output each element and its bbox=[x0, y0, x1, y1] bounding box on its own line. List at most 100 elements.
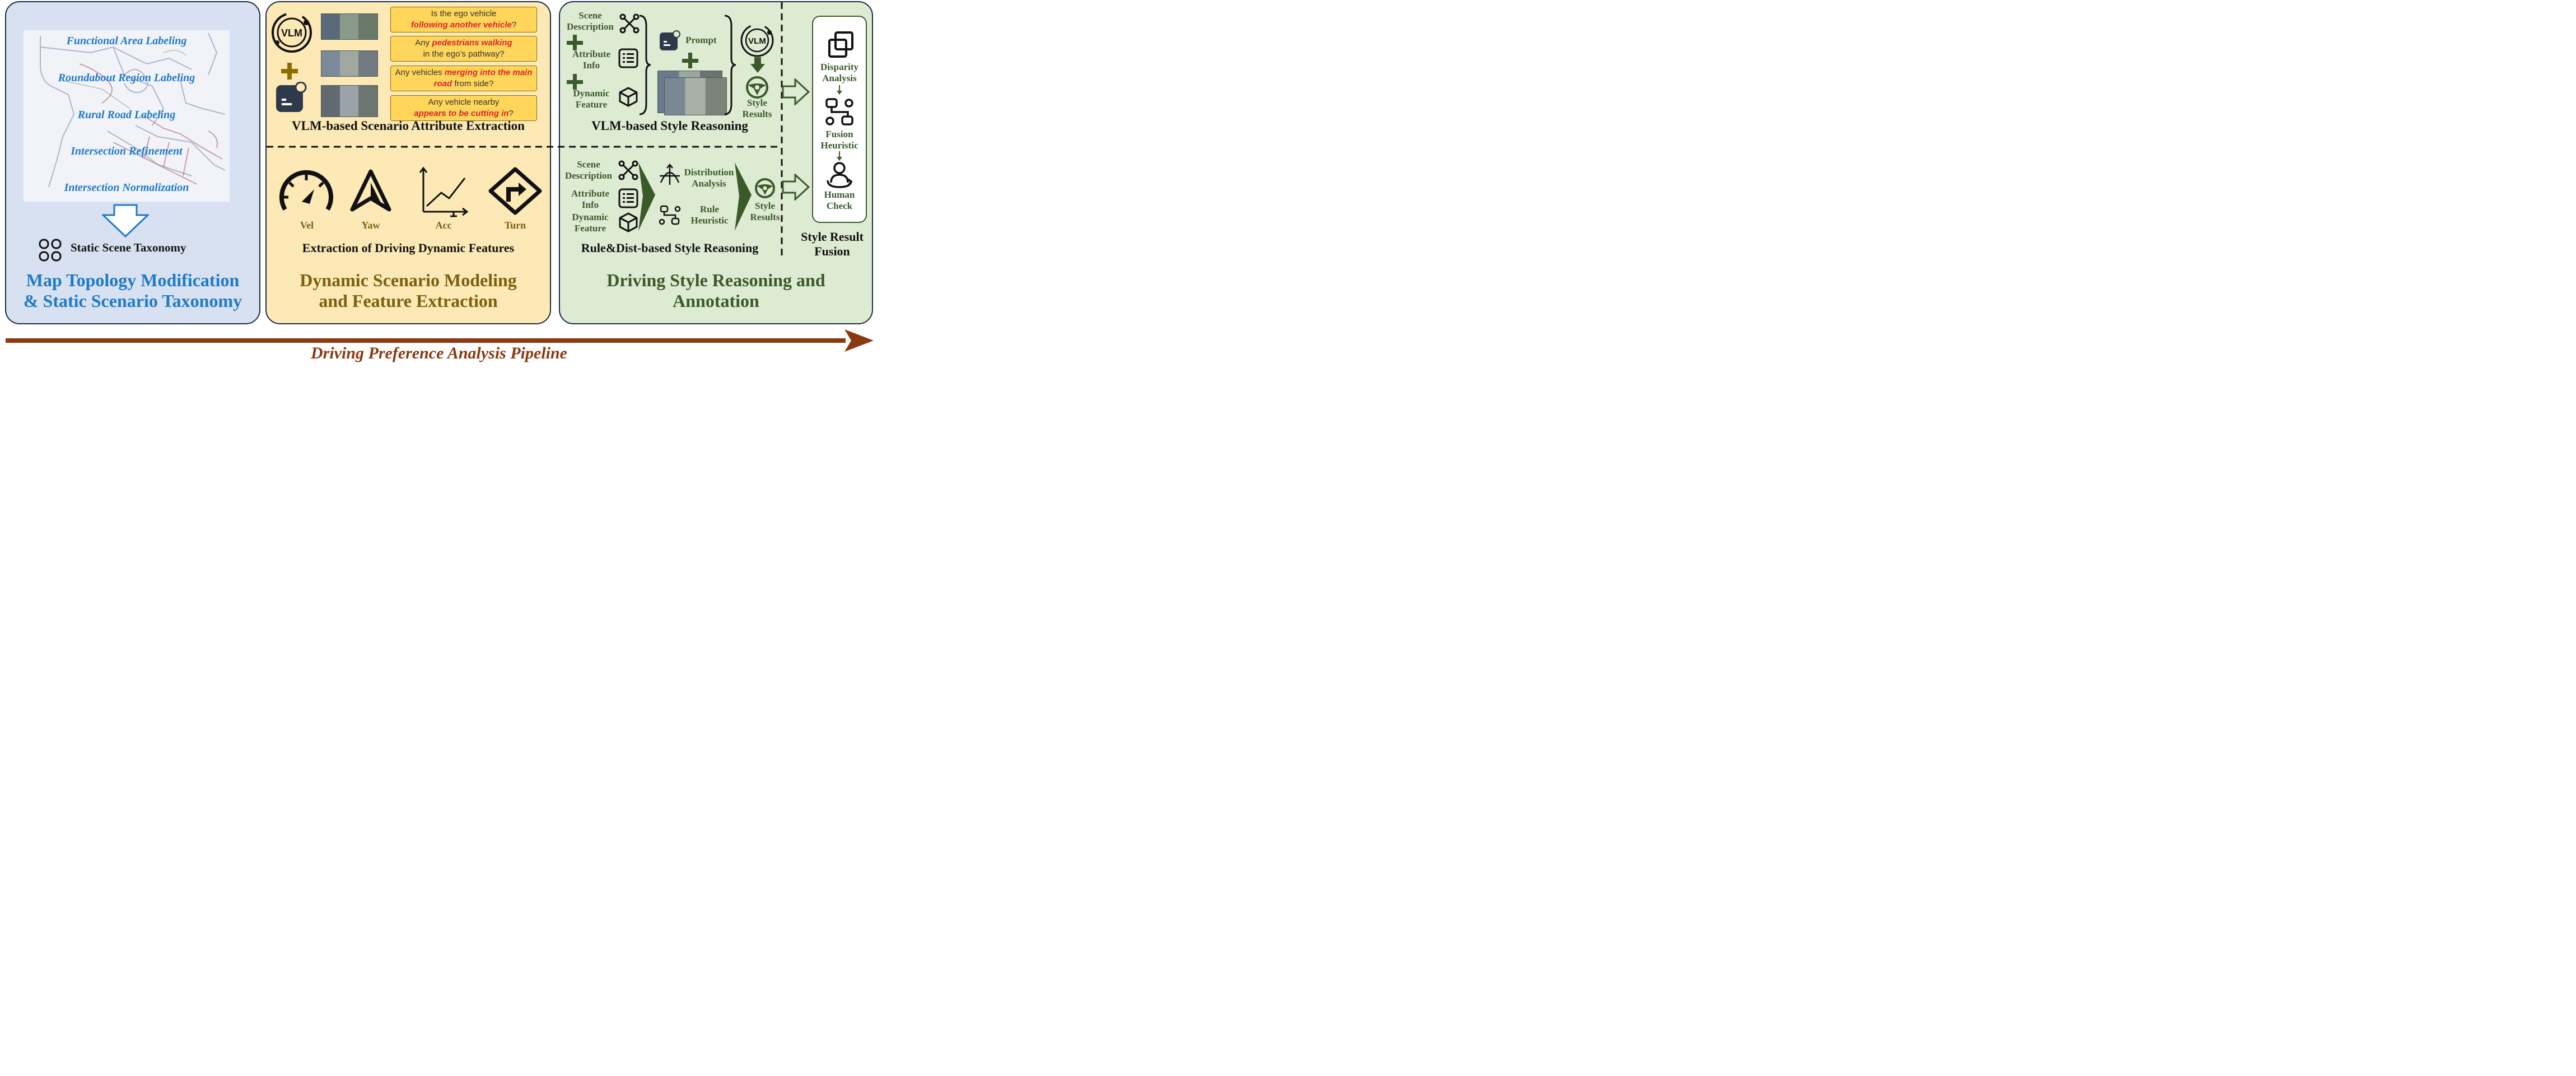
rule-flow-icon bbox=[659, 205, 681, 225]
question-text: Any bbox=[415, 38, 432, 48]
taxonomy-item: Intersection Refinement bbox=[71, 145, 183, 157]
fusion-box bbox=[812, 16, 867, 223]
question-scroll: Any pedestrians walking in the ego’s pat… bbox=[390, 36, 537, 62]
dynamic-panel-title: Dynamic Scenario Modeling and Feature Ex… bbox=[265, 270, 551, 311]
pipeline-arrow-icon bbox=[6, 329, 874, 352]
rule-reasoning-label: Rule&Dist-based Style Reasoning bbox=[581, 241, 759, 255]
question-text: ? bbox=[511, 20, 517, 30]
question-text: Is the ego vehicle bbox=[431, 9, 497, 18]
feature-label: Yaw bbox=[361, 220, 380, 231]
rule-heuristic-label: Rule Heuristic bbox=[690, 204, 729, 226]
question-highlight: following another vehicle bbox=[410, 20, 512, 30]
question-scroll: Any vehicles merging into the main road … bbox=[390, 66, 537, 91]
fusion-flow-icon bbox=[825, 98, 853, 125]
plus-icon bbox=[281, 63, 298, 80]
driving-image-stack bbox=[664, 77, 727, 115]
fusion-step-human-check: Human Check bbox=[824, 189, 855, 211]
style-panel-title: Driving Style Reasoning and Annotation bbox=[559, 270, 873, 311]
question-scroll: Any vehicle nearby appears to be cutting… bbox=[390, 95, 537, 121]
static-scene-taxonomy-label: Static Scene Taxonomy bbox=[71, 241, 186, 254]
list-icon bbox=[618, 48, 638, 68]
vlm-logo-icon: VLM bbox=[272, 12, 312, 53]
vlm-reasoning-label: VLM-based Style Reasoning bbox=[591, 119, 748, 133]
distribution-icon bbox=[660, 164, 680, 185]
vlm-logo-icon: VLM bbox=[740, 24, 774, 57]
input-label-scene-description: Scene Description bbox=[564, 159, 613, 181]
human-check-icon bbox=[827, 162, 853, 188]
dynamic-extraction-label: Extraction of Driving Dynamic Features bbox=[302, 241, 515, 255]
fusion-label: Style Result Fusion bbox=[787, 230, 877, 259]
right-arrow-icon bbox=[782, 174, 810, 201]
green-chevron-icon bbox=[735, 162, 752, 231]
pipeline-label: Driving Preference Analysis Pipeline bbox=[311, 344, 567, 362]
question-text: ? bbox=[508, 109, 514, 118]
brace-icon bbox=[724, 15, 736, 115]
taxonomy-icon bbox=[39, 239, 62, 262]
small-down-arrow-icon bbox=[837, 85, 842, 95]
question-text: Any vehicles bbox=[395, 68, 445, 77]
dashed-separators bbox=[267, 2, 783, 259]
style-results-label: Style Results bbox=[742, 97, 772, 119]
style-panel-title-line2: Annotation bbox=[673, 291, 759, 311]
question-text: from side? bbox=[452, 79, 494, 88]
map-panel-title: Map Topology Modification & Static Scena… bbox=[5, 270, 260, 311]
dynamic-panel-title-line2: and Feature Extraction bbox=[319, 291, 498, 311]
vlm-extraction-label: VLM-based Scenario Attribute Extraction bbox=[292, 119, 525, 133]
question-highlight: merging into the main road bbox=[433, 68, 533, 88]
driving-image-thumbnail bbox=[321, 50, 378, 77]
cube-icon bbox=[619, 87, 638, 107]
overlap-squares-icon bbox=[828, 31, 853, 58]
prompt-doc-icon bbox=[276, 82, 307, 112]
taxonomy-item: Roundabout Region Labeling bbox=[58, 72, 195, 84]
prompt-doc-icon bbox=[660, 30, 680, 50]
fusion-step-heuristic: Fusion Heuristic bbox=[820, 129, 858, 151]
road-network-map bbox=[40, 32, 226, 188]
input-label-attribute-info: Attribute Info bbox=[571, 188, 609, 210]
question-highlight: appears to be cutting in bbox=[414, 109, 509, 118]
feature-label: Turn bbox=[504, 220, 526, 231]
fusion-label-line1: Style Result bbox=[801, 230, 864, 244]
fusion-label-line2: Fusion bbox=[814, 244, 850, 258]
input-label-dynamic-feature: Dynamic Feature bbox=[573, 88, 610, 110]
driving-image-thumbnail bbox=[321, 85, 378, 117]
green-chevron-icon bbox=[638, 162, 655, 231]
distribution-analysis-label: Distribution Analysis bbox=[684, 167, 734, 189]
question-scroll: Is the ego vehicle following another veh… bbox=[390, 7, 537, 32]
plus-icon bbox=[567, 74, 583, 90]
feature-label: Vel bbox=[300, 220, 314, 231]
map-panel-title-line1: Map Topology Modification bbox=[26, 270, 240, 290]
yaw-arrow-icon bbox=[350, 169, 391, 212]
down-arrow-icon bbox=[102, 204, 149, 237]
network-icon bbox=[619, 13, 640, 34]
input-label-attribute-info: Attribute Info bbox=[572, 49, 610, 71]
turn-sign-icon bbox=[488, 167, 542, 215]
steering-wheel-icon bbox=[755, 178, 775, 198]
acceleration-chart-icon bbox=[419, 167, 469, 217]
plus-icon bbox=[567, 35, 583, 50]
input-label-dynamic-feature: Dynamic Feature bbox=[572, 212, 609, 234]
map-image bbox=[24, 30, 230, 202]
plus-icon bbox=[682, 53, 698, 68]
taxonomy-item: Rural Road Labeling bbox=[77, 109, 176, 121]
driving-image-thumbnail bbox=[321, 13, 378, 40]
question-highlight: pedestrians walking bbox=[432, 38, 512, 48]
taxonomy-item: Intersection Normalization bbox=[64, 181, 189, 194]
speedometer-icon bbox=[279, 170, 333, 211]
vlm-logo-text: VLM bbox=[281, 27, 302, 39]
right-arrow-icon bbox=[782, 78, 810, 105]
small-down-arrow-icon bbox=[837, 151, 842, 161]
network-icon bbox=[618, 160, 638, 180]
input-label-scene-description: Scene Description bbox=[566, 10, 614, 32]
down-arrow-icon bbox=[750, 57, 765, 73]
cube-icon bbox=[619, 212, 638, 232]
feature-label: Acc bbox=[435, 220, 452, 231]
fusion-step-disparity: Disparity Analysis bbox=[820, 62, 858, 83]
brace-icon bbox=[639, 15, 651, 115]
vlm-logo-text: VLM bbox=[748, 36, 766, 46]
style-panel-title-line1: Driving Style Reasoning and bbox=[606, 270, 825, 290]
map-panel-title-line2: & Static Scenario Taxonomy bbox=[23, 291, 242, 311]
dynamic-panel-title-line1: Dynamic Scenario Modeling bbox=[300, 270, 517, 290]
prompt-label: Prompt bbox=[685, 35, 717, 45]
question-text: in the ego’s pathway? bbox=[423, 49, 505, 59]
style-results-label: Style Results bbox=[750, 201, 780, 222]
